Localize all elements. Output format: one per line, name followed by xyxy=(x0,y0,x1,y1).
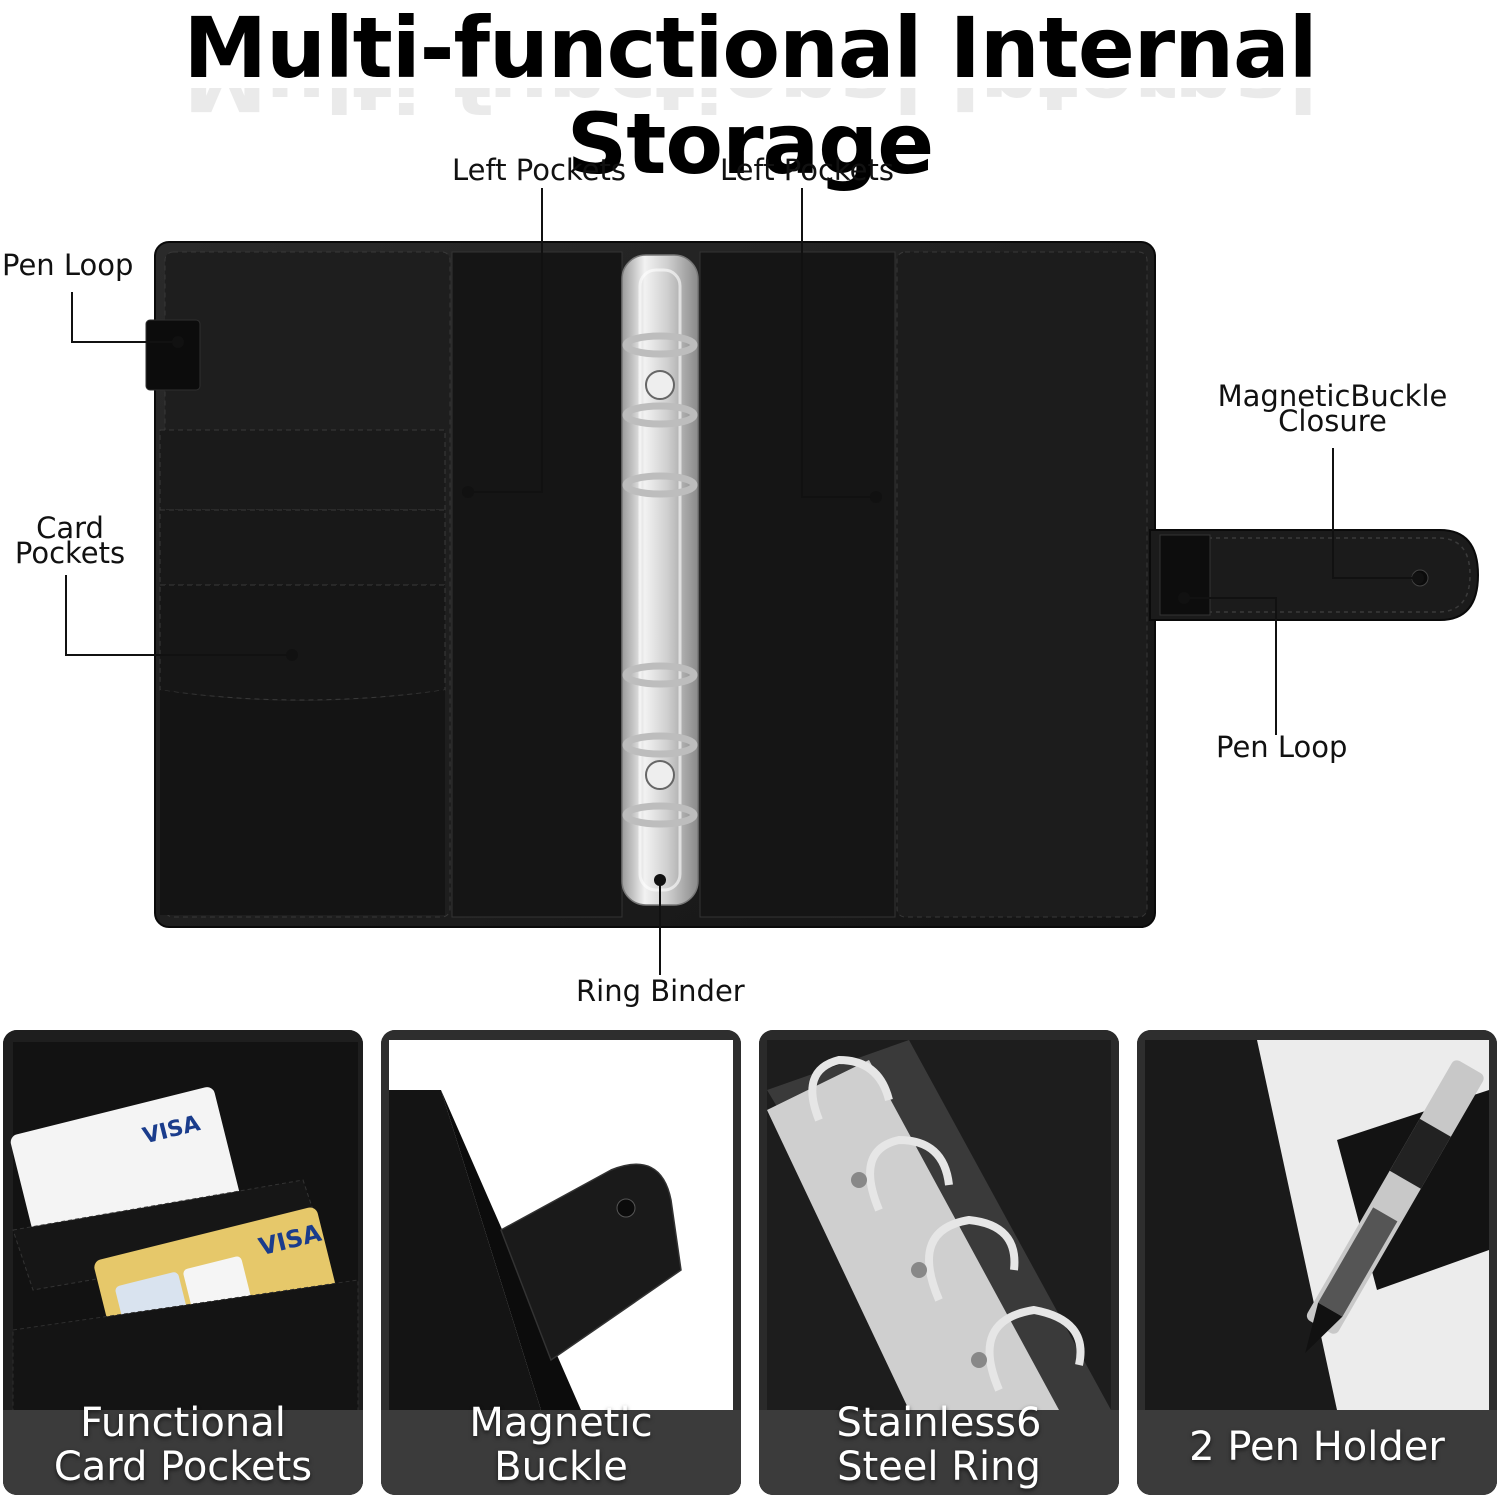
pen-holder-illustration xyxy=(1137,1030,1497,1495)
panel-caption-line2: Steel Ring xyxy=(837,1444,1041,1490)
binder-rings xyxy=(622,332,698,828)
panel-caption-line1: Stainless6 xyxy=(836,1400,1042,1446)
panel-caption-line2: Card Pockets xyxy=(53,1444,313,1490)
panel-caption-pen-holder: 2 Pen Holder xyxy=(1137,1425,1497,1469)
panel-card-pockets: VISA VISA Functional Card Pockets xyxy=(3,1030,363,1495)
panel-pen-holder: 2 Pen Holder xyxy=(1137,1030,1497,1495)
card-pocket-3 xyxy=(159,584,446,701)
leader-card-pockets xyxy=(65,575,292,656)
leader-left-pockets-1 xyxy=(468,188,543,493)
right-pocket xyxy=(896,251,1148,918)
ring-rivet-top xyxy=(645,370,675,400)
label-card-pockets: Card Pockets xyxy=(10,514,130,568)
steel-ring-illustration xyxy=(759,1030,1119,1495)
panel-caption-steel-ring: Stainless6 Steel Ring xyxy=(759,1401,1119,1489)
leader-pen-loop-right xyxy=(1184,597,1277,735)
middle-left-pocket xyxy=(451,251,623,918)
page-title: Multi-functional Internal Storage xyxy=(183,0,1318,193)
leader-pen-loop-left xyxy=(71,292,178,343)
panel-caption-card-pockets: Functional Card Pockets xyxy=(3,1401,363,1489)
panel-caption-line1: Functional xyxy=(80,1400,286,1446)
leader-left-pockets-2 xyxy=(801,188,876,498)
panel-caption-magnetic-buckle: Magnetic Buckle xyxy=(381,1401,741,1489)
panel-caption-line1: 2 Pen Holder xyxy=(1189,1424,1445,1470)
label-pen-loop-right: Pen Loop xyxy=(1216,730,1348,764)
card-pockets-illustration: VISA VISA xyxy=(3,1030,363,1495)
label-magnetic-closure-line2: Closure xyxy=(1278,404,1387,438)
leader-magnetic-closure xyxy=(1332,448,1418,579)
left-pen-loop xyxy=(145,319,201,391)
panel-steel-ring: Stainless6 Steel Ring xyxy=(759,1030,1119,1495)
label-left-pockets-2: Left Pockets xyxy=(720,153,894,187)
card-pocket-1 xyxy=(159,429,446,511)
label-magnetic-closure: MagneticBuckle Closure xyxy=(1215,382,1450,436)
panel-caption-line2: Buckle xyxy=(494,1444,628,1490)
label-card-pockets-line2: Pockets xyxy=(14,536,126,570)
label-ring-binder: Ring Binder xyxy=(576,974,745,1008)
label-left-pockets-1: Left Pockets xyxy=(452,153,626,187)
ring-rivet-bottom xyxy=(645,760,675,790)
label-magnetic-closure-line1: MagneticBuckle xyxy=(1217,379,1448,413)
panel-magnetic-buckle: Magnetic Buckle xyxy=(381,1030,741,1495)
middle-right-pocket xyxy=(699,251,896,918)
panel-caption-line1: Magnetic xyxy=(469,1400,653,1446)
label-card-pockets-line1: Card xyxy=(36,511,104,545)
binder-illustration xyxy=(65,188,1480,975)
magnetic-buckle-illustration xyxy=(381,1030,741,1495)
label-pen-loop-left: Pen Loop xyxy=(2,248,134,282)
card-pocket-2 xyxy=(159,509,446,586)
